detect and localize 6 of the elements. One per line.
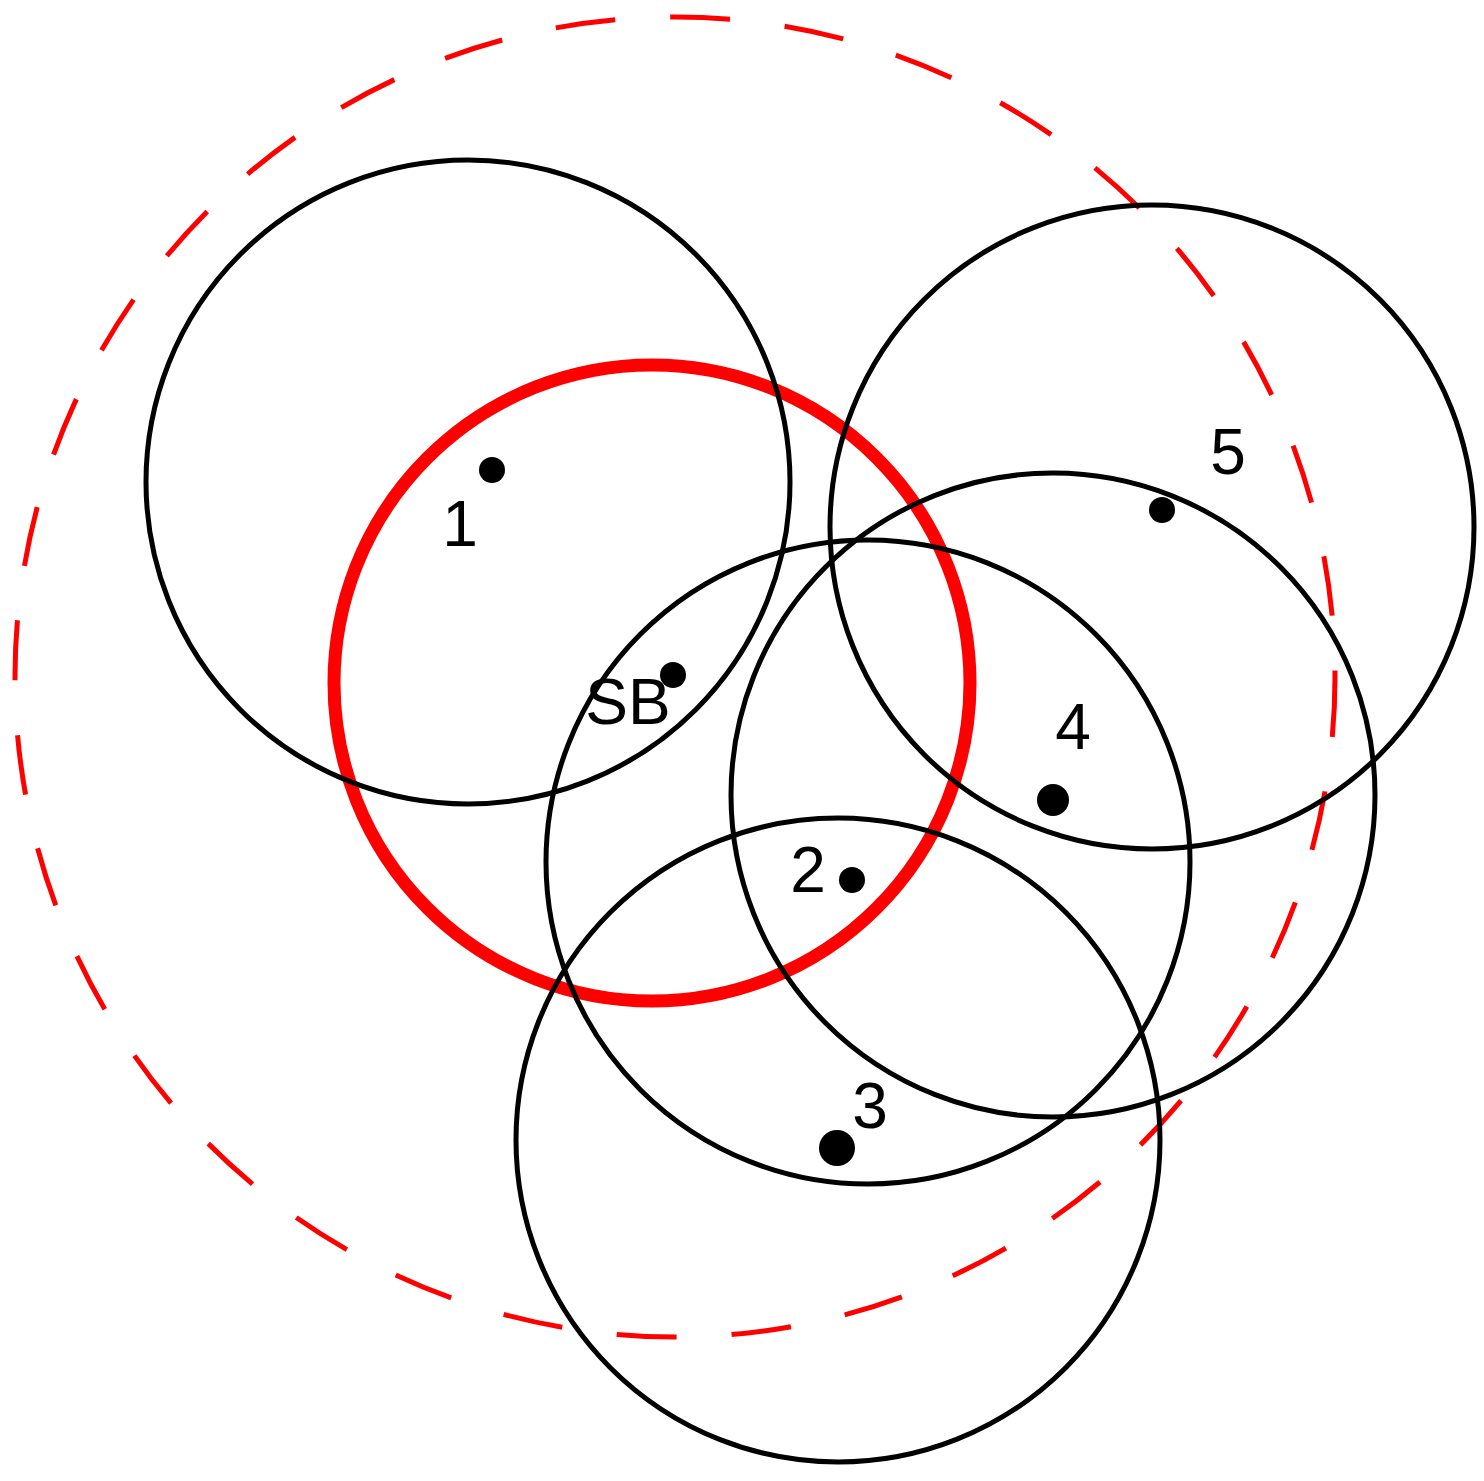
- point-label: SB: [585, 670, 671, 734]
- point-label: 5: [1210, 420, 1246, 484]
- point-label: 3: [852, 1074, 888, 1138]
- point-label: 2: [790, 838, 826, 902]
- point-label: 4: [1055, 695, 1091, 759]
- point-label: 1: [442, 492, 478, 556]
